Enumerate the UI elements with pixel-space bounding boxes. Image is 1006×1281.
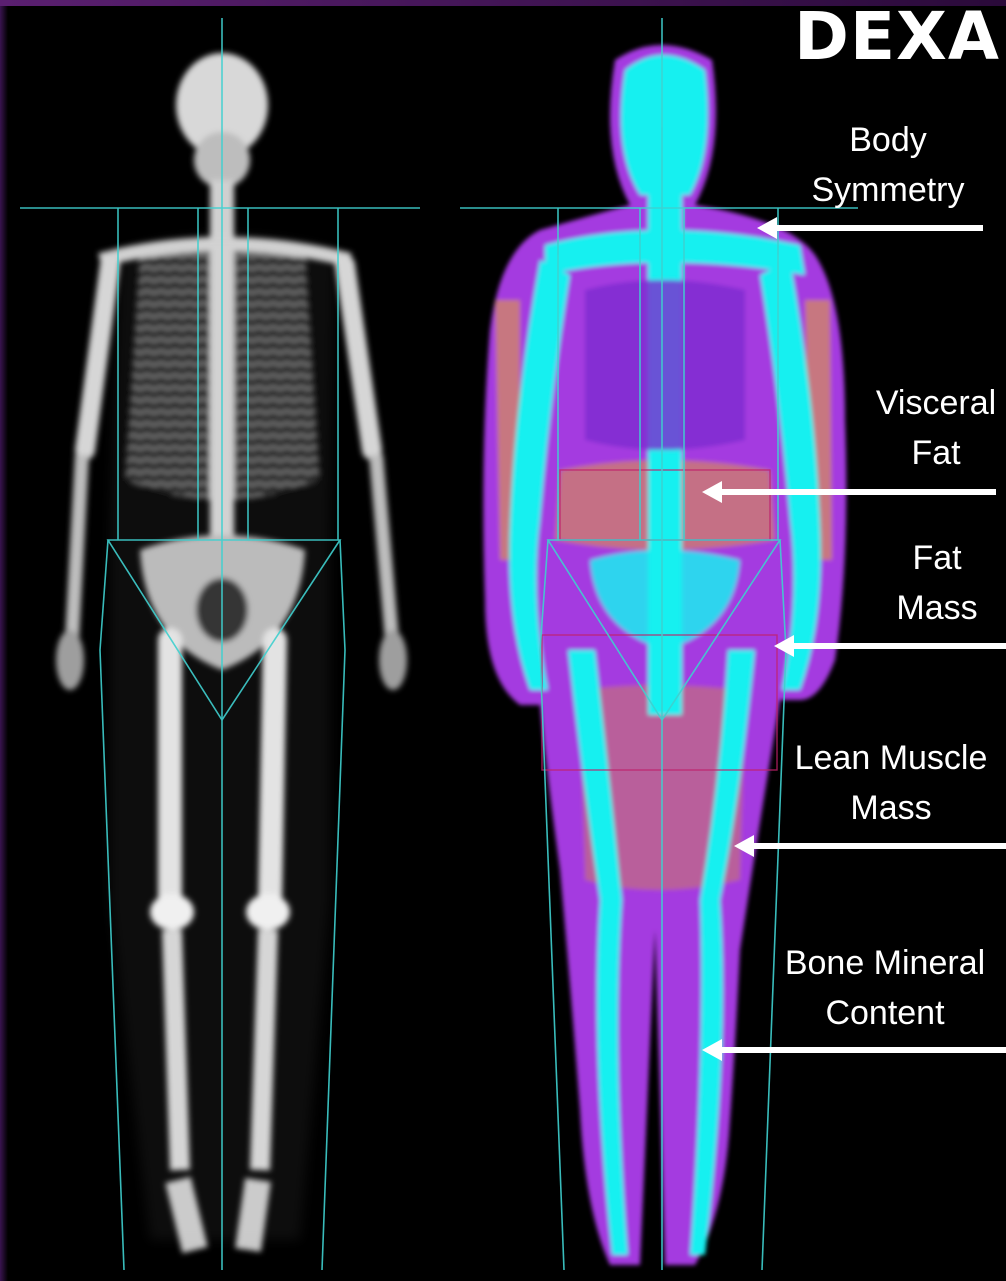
page-title: DEXA (794, 4, 1000, 70)
arrow-visceral-fat (720, 489, 996, 495)
arrow-bone-mineral-content (720, 1047, 1006, 1053)
arrow-fat-mass (792, 643, 1006, 649)
arrow-lean-muscle-mass (752, 843, 1006, 849)
arrow-body-symmetry (775, 225, 983, 231)
